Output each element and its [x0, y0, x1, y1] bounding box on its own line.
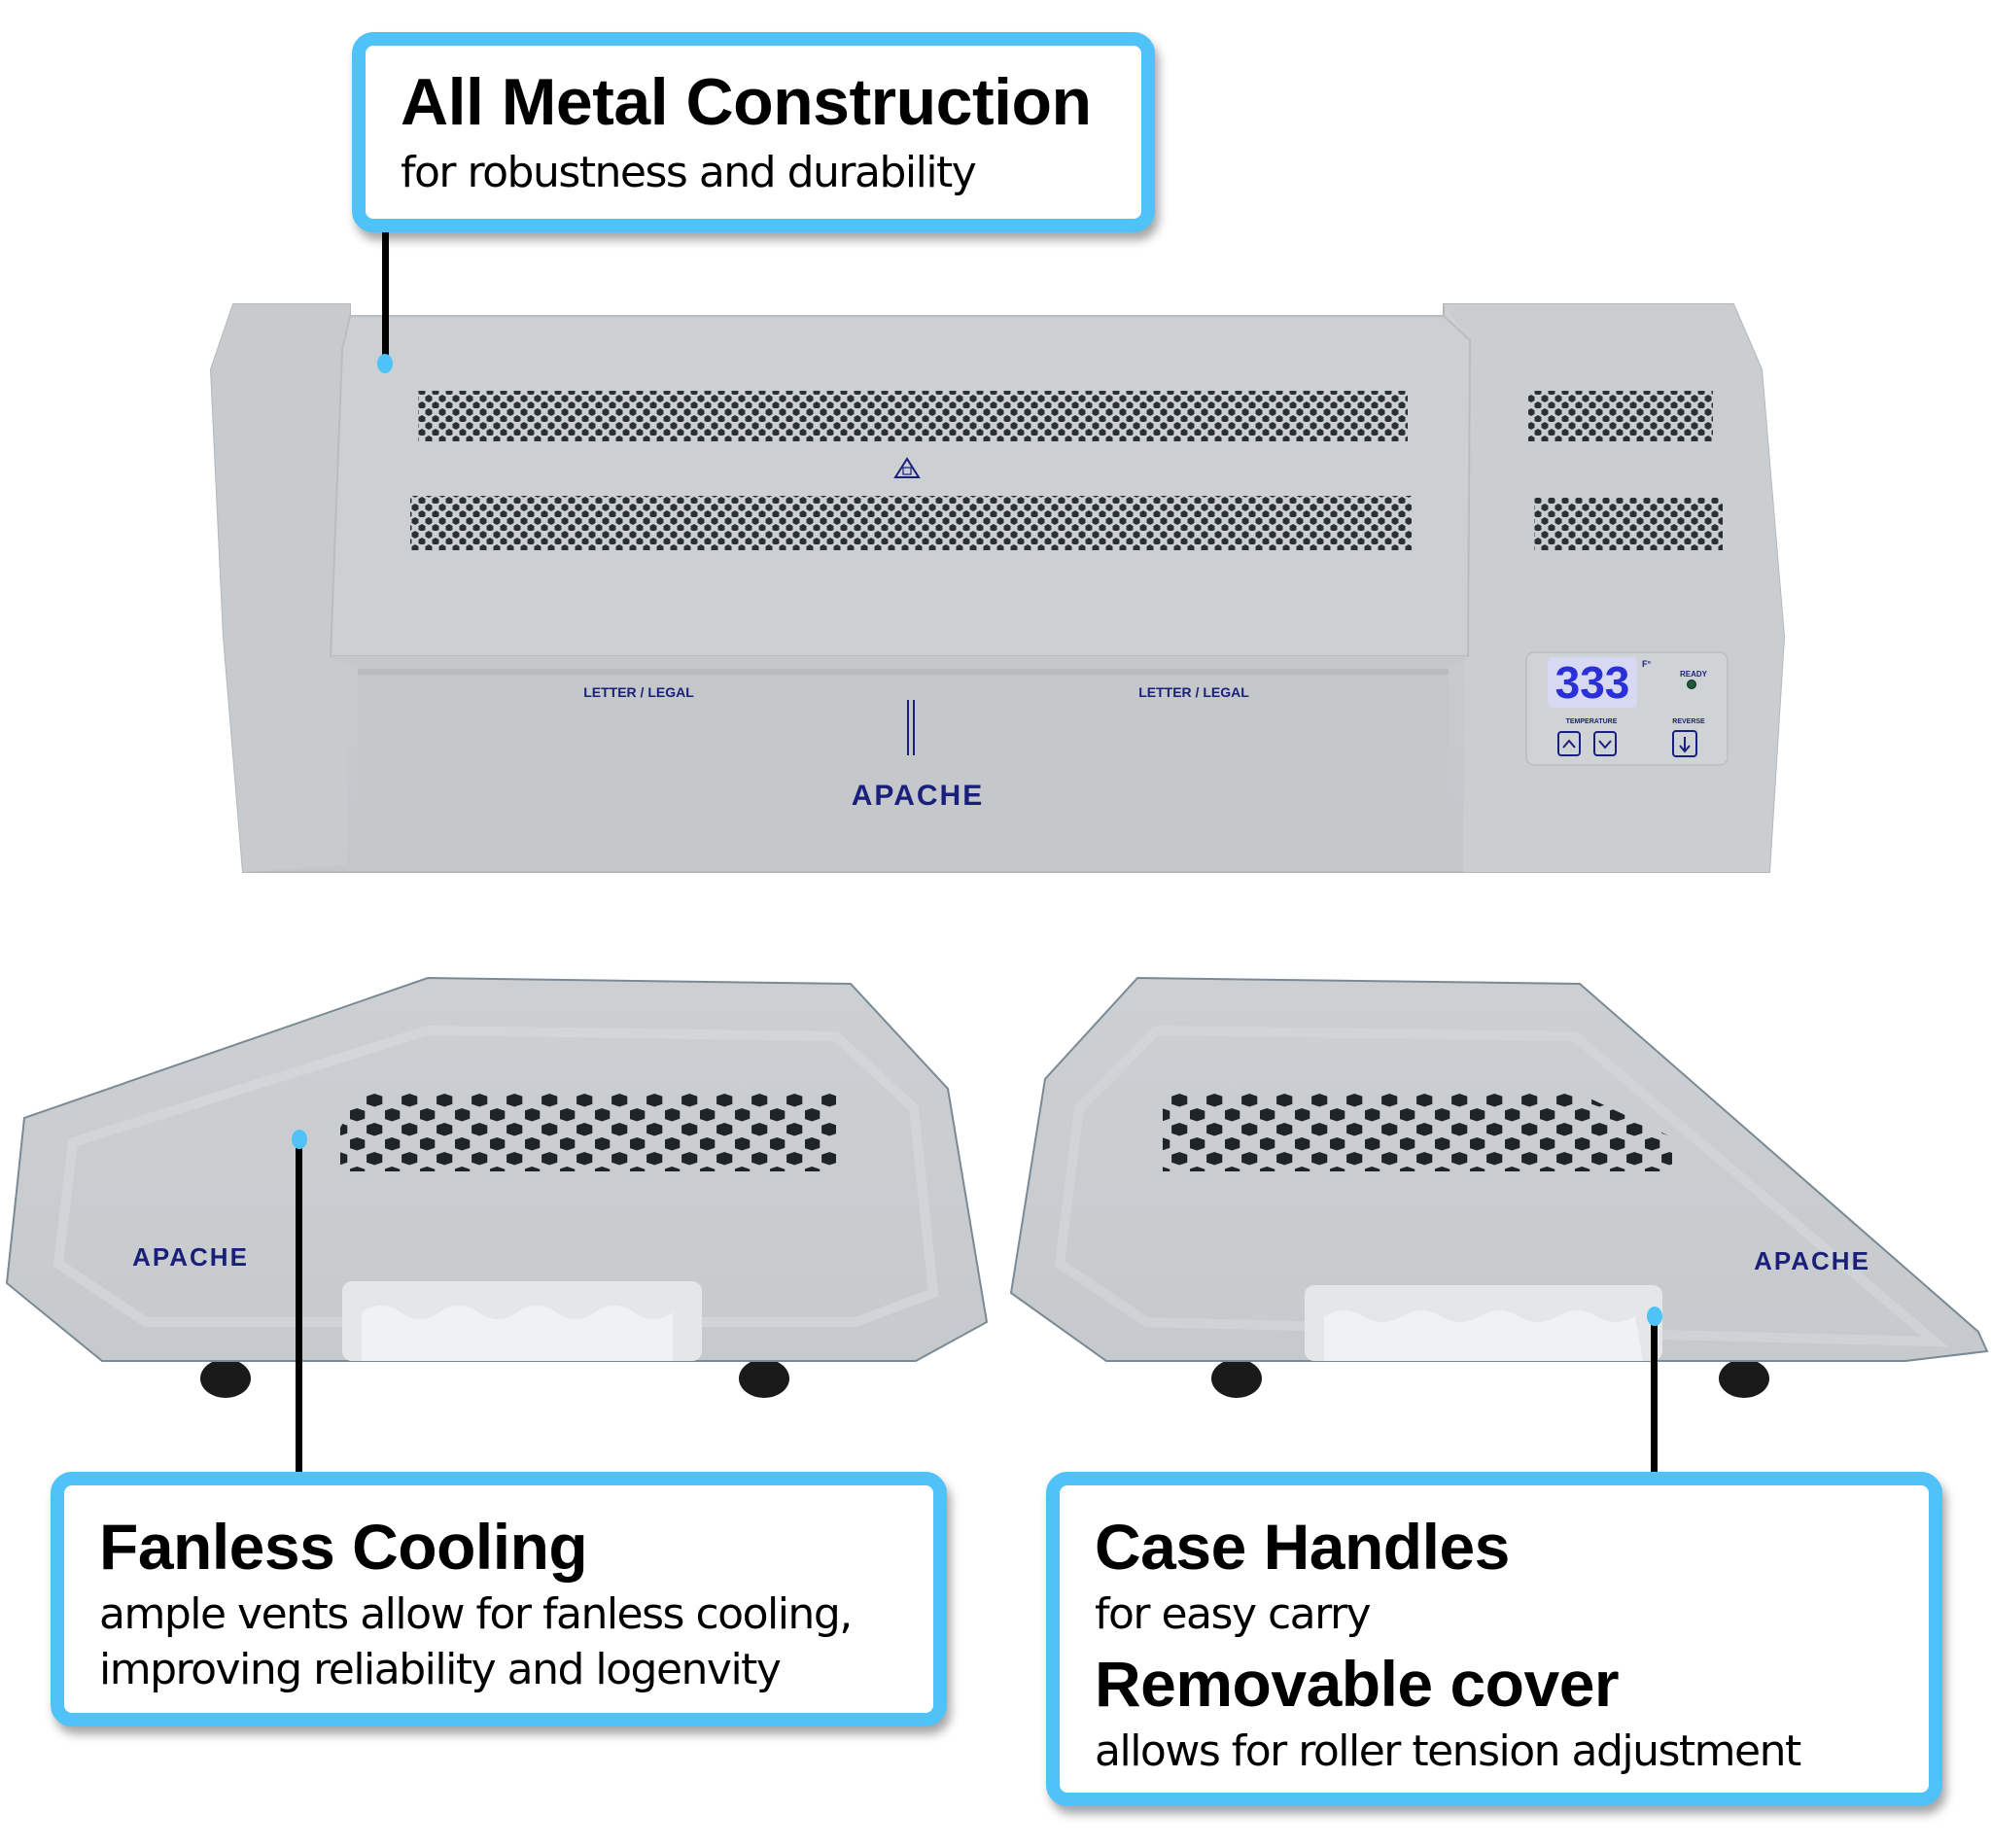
heat-warning-icon	[893, 457, 921, 478]
left-side-bevel	[52, 1025, 939, 1327]
feed-tray	[331, 656, 1468, 870]
top-vent-lower	[410, 496, 1412, 550]
callout-title: Fanless Cooling	[99, 1511, 588, 1583]
handle-grip-icon	[1324, 1310, 1643, 1361]
cooling-leader-dot	[292, 1130, 307, 1149]
temperature-unit: F°	[1642, 659, 1651, 669]
temperature-label: TEMPERATURE	[1566, 718, 1618, 725]
callout-subtitle-line-2: improving reliability and logenvity	[99, 1645, 782, 1695]
chevron-down-icon	[1598, 740, 1612, 750]
tray-label-left: LETTER / LEGAL	[583, 684, 694, 700]
temperature-display	[1548, 657, 1637, 708]
temperature-down-button[interactable]	[1593, 731, 1617, 756]
metal-leader-dot	[377, 354, 393, 373]
right-side-bevel	[1054, 1025, 1949, 1347]
right-side-vent	[1163, 1094, 1672, 1171]
handle-grip-icon	[362, 1306, 673, 1361]
front-brand-logo: APACHE	[852, 780, 984, 812]
laminator-front-view: LETTER / LEGAL LETTER / LEGAL APACHE 333…	[209, 303, 1786, 873]
left-side-vent	[340, 1094, 836, 1171]
temperature-up-button[interactable]	[1557, 731, 1581, 756]
callout-subtitle-line-1: ample vents allow for fanless cooling,	[99, 1589, 853, 1639]
laminator-left-side-view: APACHE	[5, 976, 989, 1398]
callout-title: Case Handles	[1095, 1511, 1510, 1583]
right-foot-2	[1719, 1359, 1769, 1398]
reverse-button[interactable]	[1672, 730, 1697, 757]
laminator-right-side-view: APACHE	[1009, 976, 1989, 1398]
handles-leader-line	[1651, 1318, 1658, 1480]
metal-leader-line	[382, 224, 389, 360]
right-vent-upper	[1528, 391, 1713, 441]
callout-subtitle: for easy carry	[1095, 1589, 1372, 1639]
temperature-readout: 333	[1555, 657, 1630, 708]
left-end-cap	[211, 304, 350, 872]
callout-subtitle-2: allows for roller tension adjustment	[1095, 1726, 1801, 1777]
ready-led-icon	[1687, 680, 1696, 689]
callout-title-2: Removable cover	[1095, 1648, 1620, 1721]
left-side-brand: APACHE	[132, 1242, 249, 1272]
handles-leader-dot	[1647, 1307, 1662, 1326]
tray-lip	[358, 669, 1449, 675]
right-side-brand: APACHE	[1754, 1246, 1870, 1275]
top-cover	[329, 315, 1472, 657]
callout-subtitle: for robustness and durability	[401, 148, 977, 197]
left-foot-2	[739, 1359, 789, 1398]
reverse-label: REVERSE	[1672, 718, 1705, 725]
left-foot-1	[200, 1359, 251, 1398]
chevron-up-icon	[1562, 739, 1576, 749]
right-foot-1	[1211, 1359, 1262, 1398]
cooling-leader-line	[296, 1139, 302, 1480]
top-vent-upper	[418, 391, 1408, 441]
right-vent-lower	[1534, 498, 1723, 550]
callout-case-handles: Case Handles for easy carry Removable co…	[1046, 1472, 1942, 1806]
tray-label-right: LETTER / LEGAL	[1138, 684, 1249, 700]
callout-title: All Metal Construction	[401, 65, 1092, 139]
callout-all-metal-construction: All Metal Construction for robustness an…	[352, 32, 1155, 232]
control-panel: 333 F° READY TEMPERATURE REVERSE	[1525, 651, 1729, 766]
callout-fanless-cooling: Fanless Cooling ample vents allow for fa…	[51, 1472, 947, 1726]
ready-label: READY	[1680, 670, 1708, 679]
right-end-cap	[1444, 304, 1784, 872]
